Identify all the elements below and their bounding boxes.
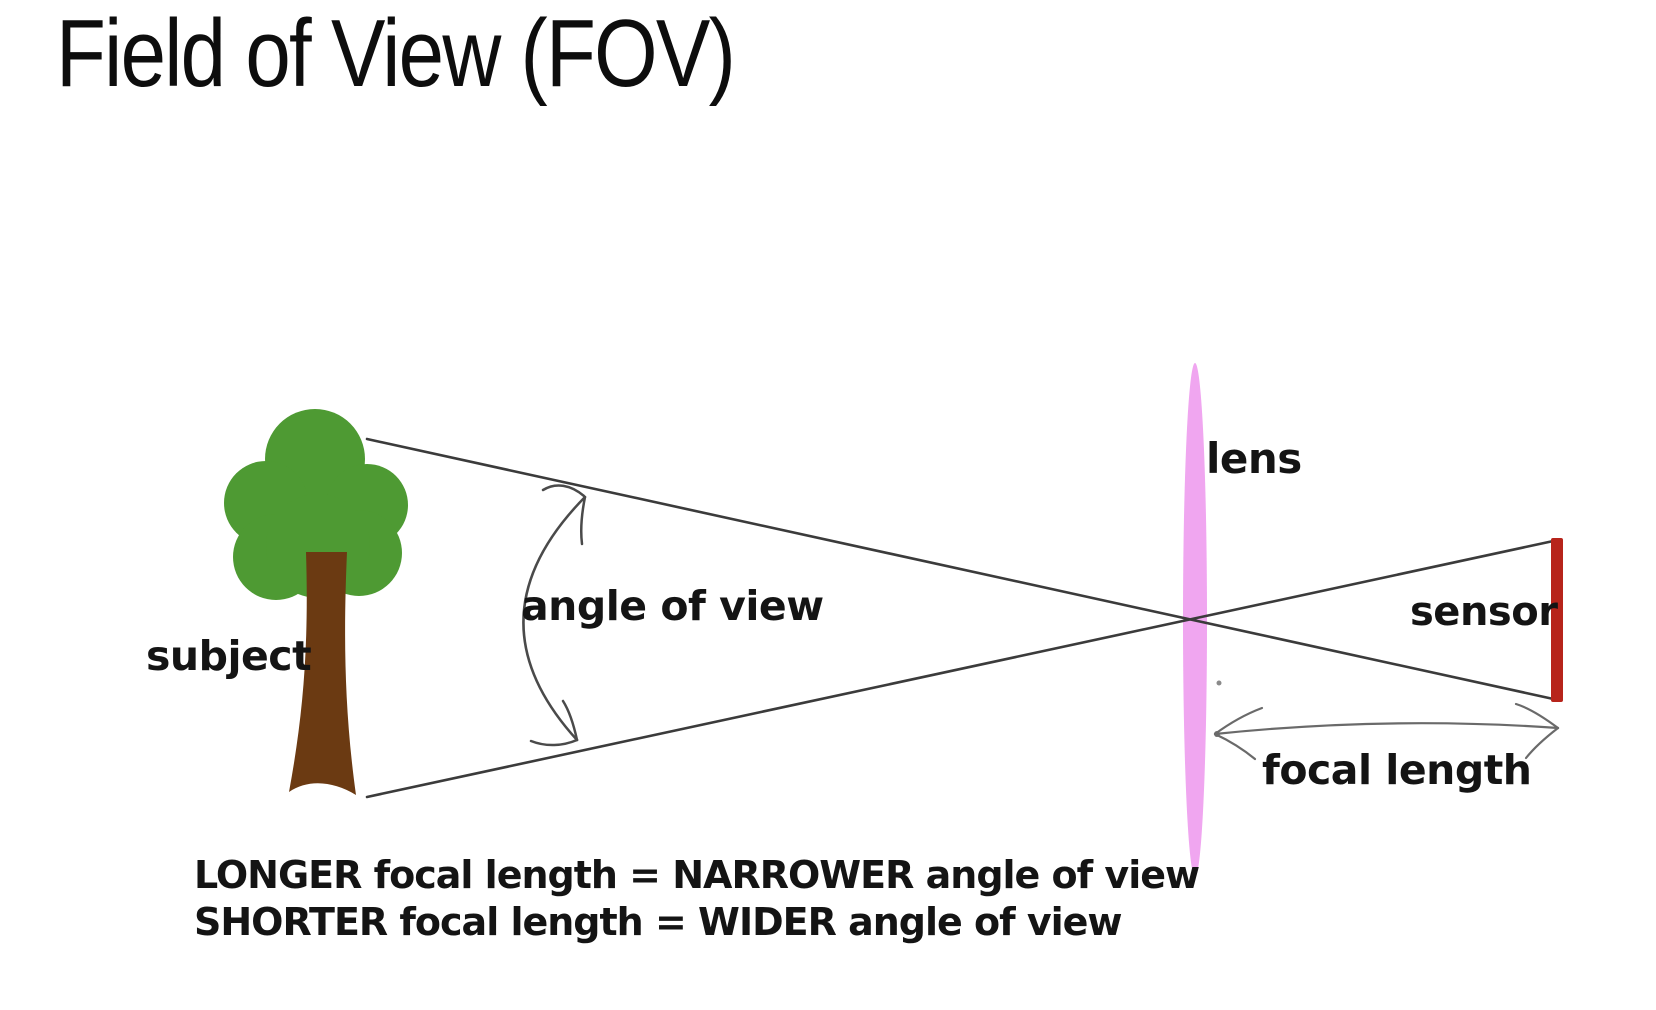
focal-arrow-left-arrowhead bbox=[1213, 706, 1264, 736]
focal-length-label: focal length bbox=[1262, 746, 1532, 794]
top-ray-line bbox=[365, 437, 1560, 702]
subject-label: subject bbox=[146, 632, 312, 680]
focal-arrow-left-arrowhead bbox=[1213, 732, 1257, 761]
angle-arc bbox=[522, 495, 587, 742]
angle-arc-top-arrowhead bbox=[541, 484, 586, 498]
caption-longer-focal-length: LONGER focal length = NARROWER angle of … bbox=[194, 853, 1200, 897]
caption-shorter-focal-length: SHORTER focal length = WIDER angle of vi… bbox=[194, 900, 1123, 944]
tree-subject-graphic bbox=[224, 409, 408, 795]
bottom-ray-line bbox=[365, 538, 1560, 799]
angle-arc-top-arrowhead bbox=[579, 495, 587, 546]
sensor-label: sensor bbox=[1410, 589, 1558, 635]
focal-arrow-right-arrowhead bbox=[1514, 702, 1560, 730]
stray-dot bbox=[1216, 680, 1222, 686]
focal-arrow-tip-dot bbox=[1214, 731, 1220, 737]
angle-arc-bottom-arrowhead bbox=[529, 738, 579, 747]
angle-of-view-label: angle of view bbox=[521, 582, 824, 630]
tree-trunk bbox=[289, 552, 356, 795]
focal-arrow-line bbox=[1213, 722, 1560, 736]
angle-of-view-arrow bbox=[522, 484, 587, 747]
focal-length-arrow bbox=[1213, 702, 1560, 761]
light-rays bbox=[365, 437, 1560, 799]
page-title: Field of View (FOV) bbox=[56, 0, 736, 107]
angle-arc-bottom-arrowhead bbox=[561, 699, 579, 742]
focal-arrow-right-arrowhead bbox=[1524, 726, 1560, 760]
sensor-bar bbox=[1551, 538, 1563, 702]
lens-label: lens bbox=[1206, 434, 1302, 483]
